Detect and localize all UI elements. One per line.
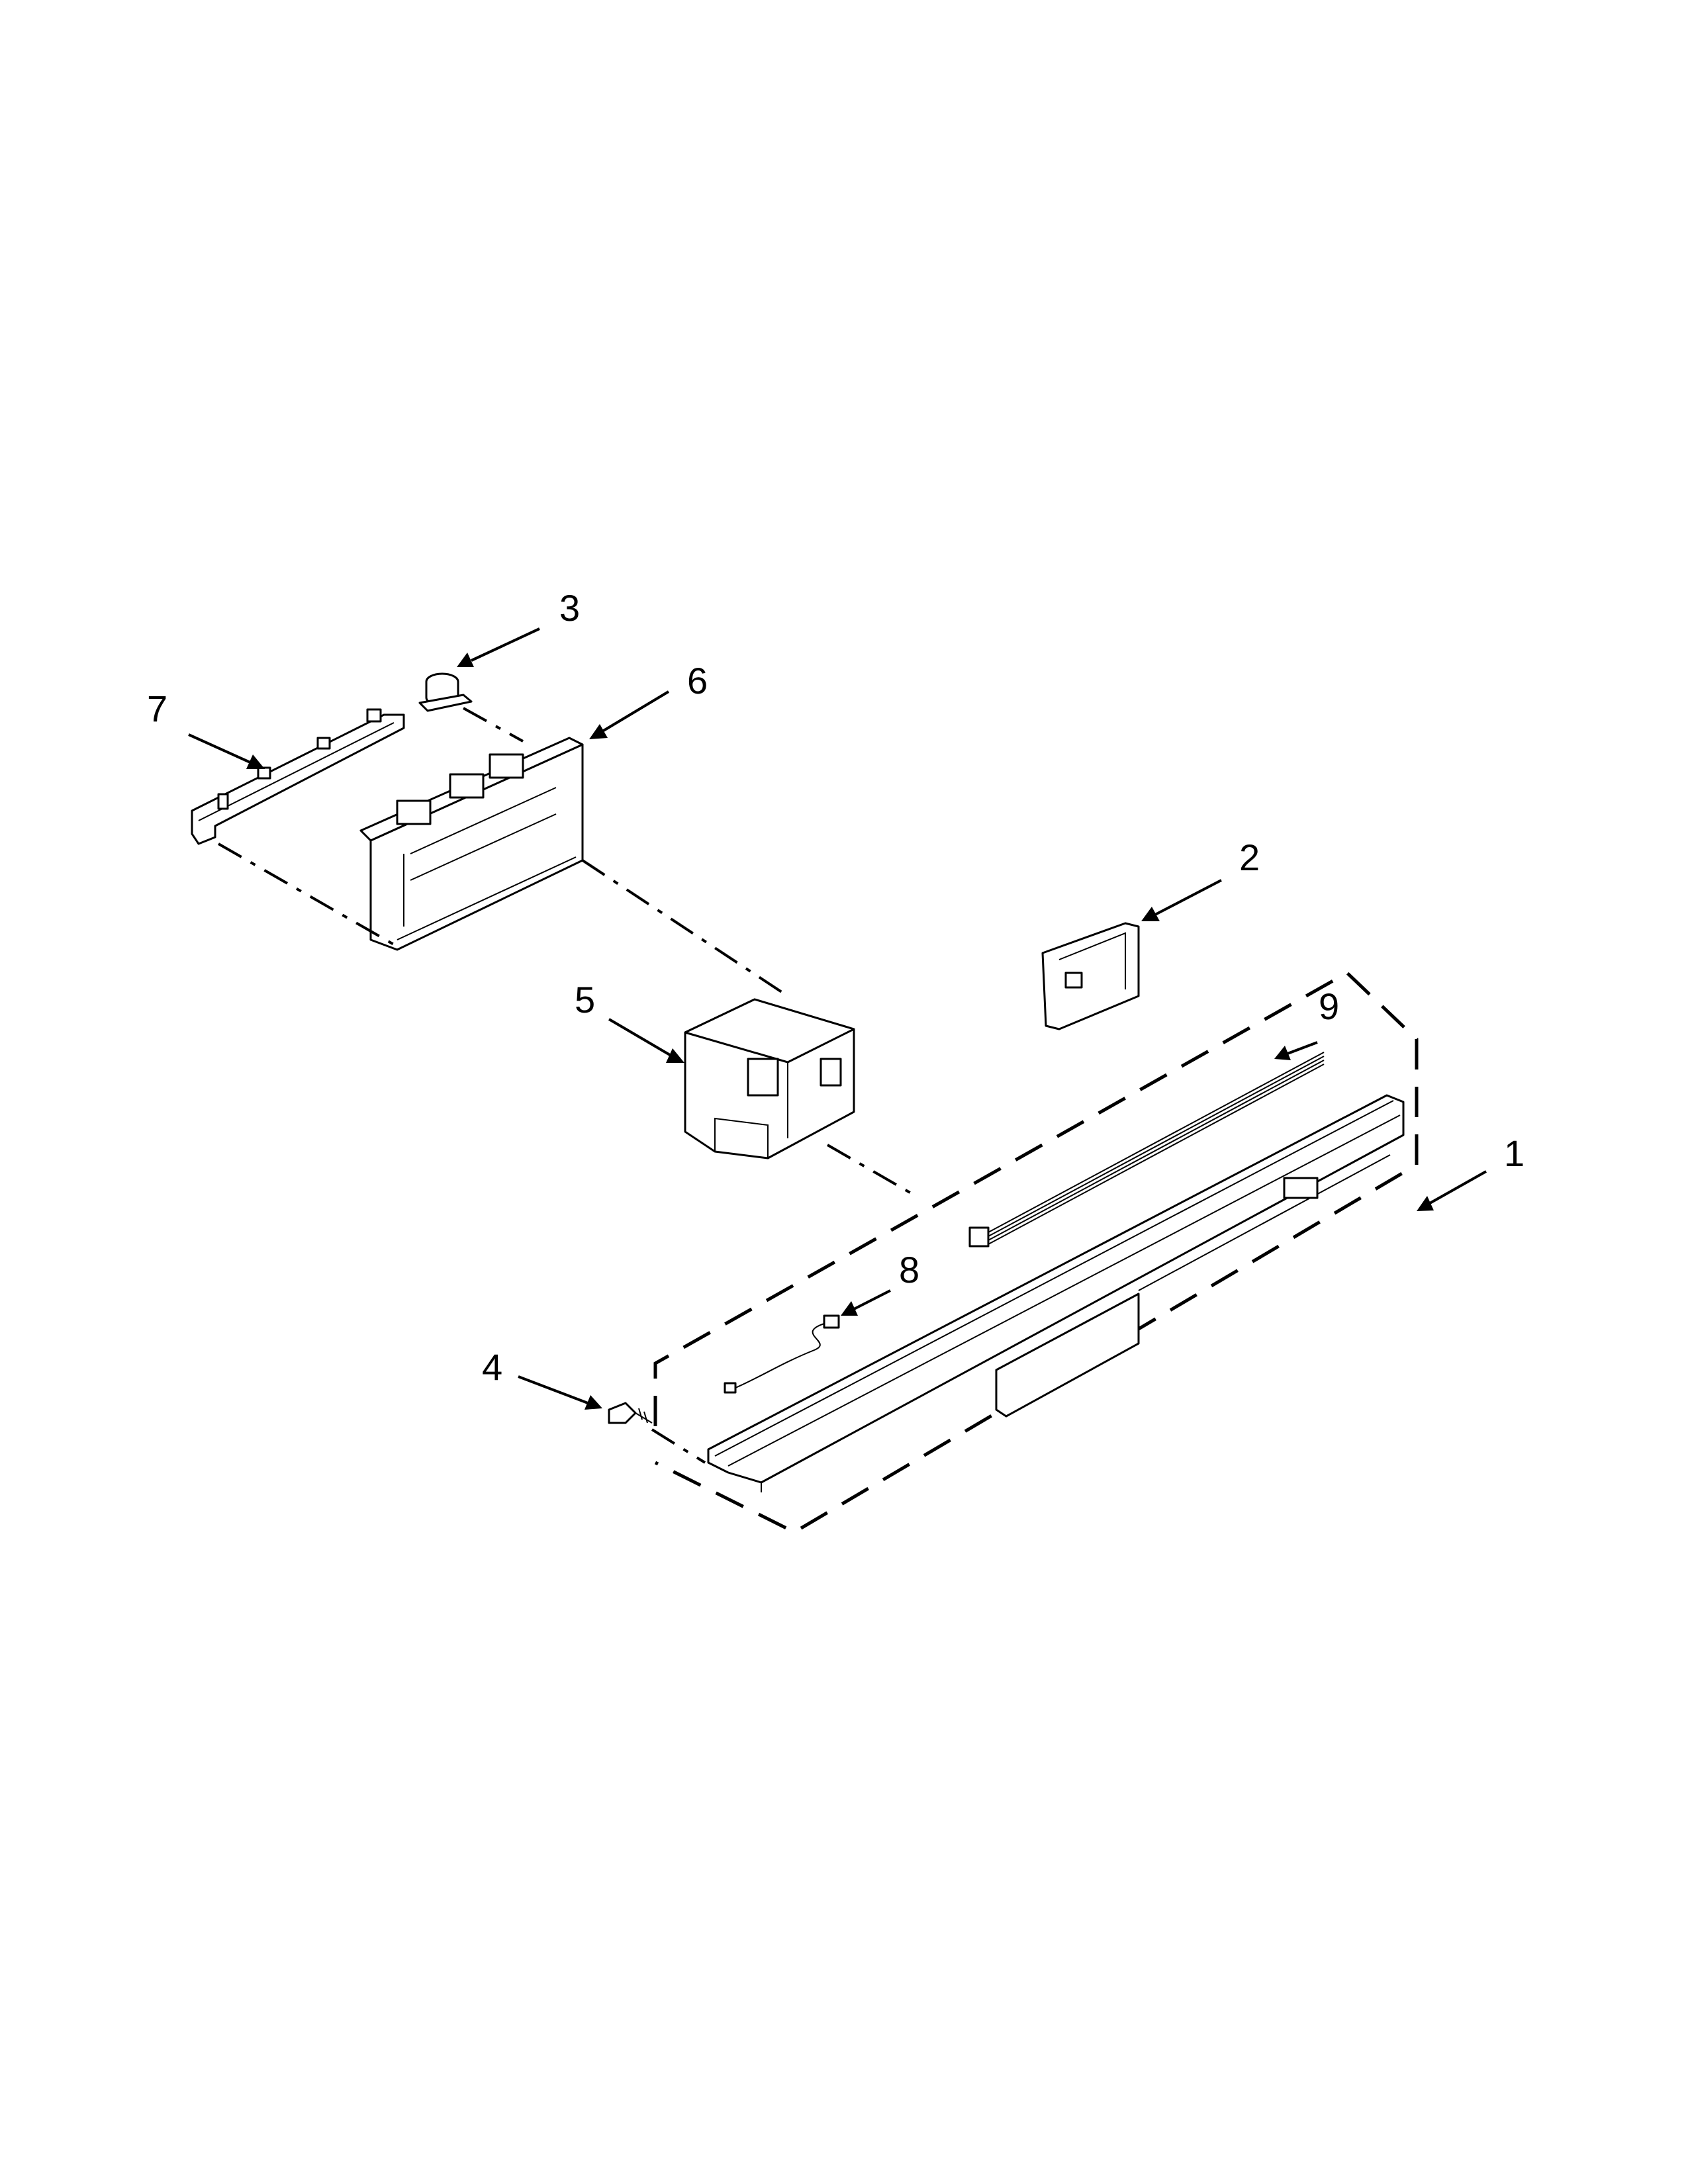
alignment-line-4-1 xyxy=(651,1428,706,1464)
callout-6: 6 xyxy=(687,660,708,702)
callout-7: 7 xyxy=(147,688,167,729)
alignment-line-7-6 xyxy=(218,842,398,948)
assembly-boundary xyxy=(653,970,1419,1534)
part-5-bracket xyxy=(684,998,855,1160)
part-9-harness xyxy=(968,1052,1325,1248)
leader-arrows xyxy=(188,627,1487,1410)
callout-9: 9 xyxy=(1319,985,1339,1027)
part-7-bracket xyxy=(191,708,405,845)
callout-1: 1 xyxy=(1504,1132,1524,1174)
part-3-sensor xyxy=(418,672,473,712)
callout-8: 8 xyxy=(899,1249,919,1291)
callout-2: 2 xyxy=(1239,837,1260,878)
alignment-line-5-1 xyxy=(827,1144,914,1196)
part-4-screw xyxy=(608,1402,653,1424)
part-1-panel xyxy=(707,1094,1405,1492)
part-8-wire xyxy=(724,1314,840,1394)
part-6-housing xyxy=(359,737,584,951)
part-2-plate xyxy=(1041,922,1140,1030)
callout-5: 5 xyxy=(575,979,595,1021)
alignment-line-6-5 xyxy=(581,859,789,997)
callout-3: 3 xyxy=(559,587,580,629)
callout-4: 4 xyxy=(482,1346,502,1388)
alignment-line-3-6 xyxy=(463,707,524,743)
